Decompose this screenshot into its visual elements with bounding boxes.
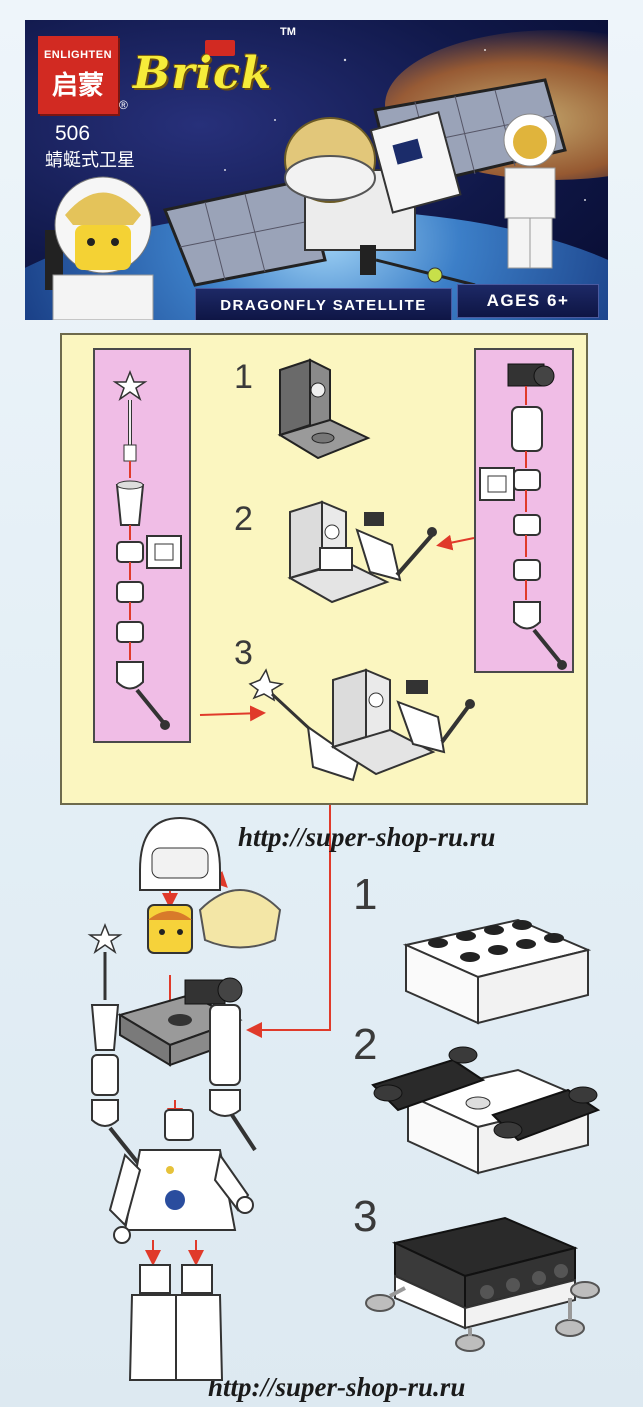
product-title-bar: Dragonfly Satellite [195,288,452,320]
astronaut-portrait [45,176,154,320]
bottom-step-1-drawing [402,918,592,1025]
age-badge: Ages 6+ [457,284,599,318]
set-number: 506 [55,122,91,145]
antenna-subassembly-drawing [112,369,182,730]
brick-icon [205,40,235,56]
top-step-1-drawing [277,358,371,460]
brand-wordmark: Brick [133,48,273,99]
bottom-step-2-number: 2 [353,1020,378,1069]
box-art-header: ENLIGHTEN 启蒙 Brick TM ® 506 蜻蜓式卫星 [25,20,608,320]
top-step-3-number: 3 [234,634,253,672]
top-step-2-number: 2 [234,500,253,538]
product-title: Dragonfly Satellite [220,296,427,314]
top-step-2-drawing [287,500,437,604]
brand-logo: ENLIGHTEN 启蒙 [38,36,118,114]
subassembly-strip-left [93,348,191,743]
satellite-model-illustration [162,78,567,287]
bottom-step-2-drawing [371,1046,601,1175]
top-step-3-drawing [248,668,475,782]
arm-subassembly-drawing [479,363,567,670]
minifig-assembly-drawing [87,816,282,1381]
watermark-url-top: http://super-shop-ru.ru [238,822,496,852]
bottom-step-3-number: 3 [353,1192,378,1241]
registered-symbol: ® [119,98,128,112]
bottom-step-3-drawing [365,1216,600,1352]
top-step-1-number: 1 [234,358,253,396]
astronaut-minifig [503,113,557,269]
subassembly-strip-right [474,348,574,673]
brand-name-cn: 启蒙 [51,69,104,100]
age-label: Ages 6+ [486,291,570,310]
set-name-cn: 蜻蜓式卫星 [45,150,135,170]
trademark-symbol: TM [280,26,296,38]
brand-name-en: ENLIGHTEN [43,48,113,61]
watermark-url-bottom: http://super-shop-ru.ru [208,1372,466,1402]
bottom-step-1-number: 1 [353,870,378,919]
